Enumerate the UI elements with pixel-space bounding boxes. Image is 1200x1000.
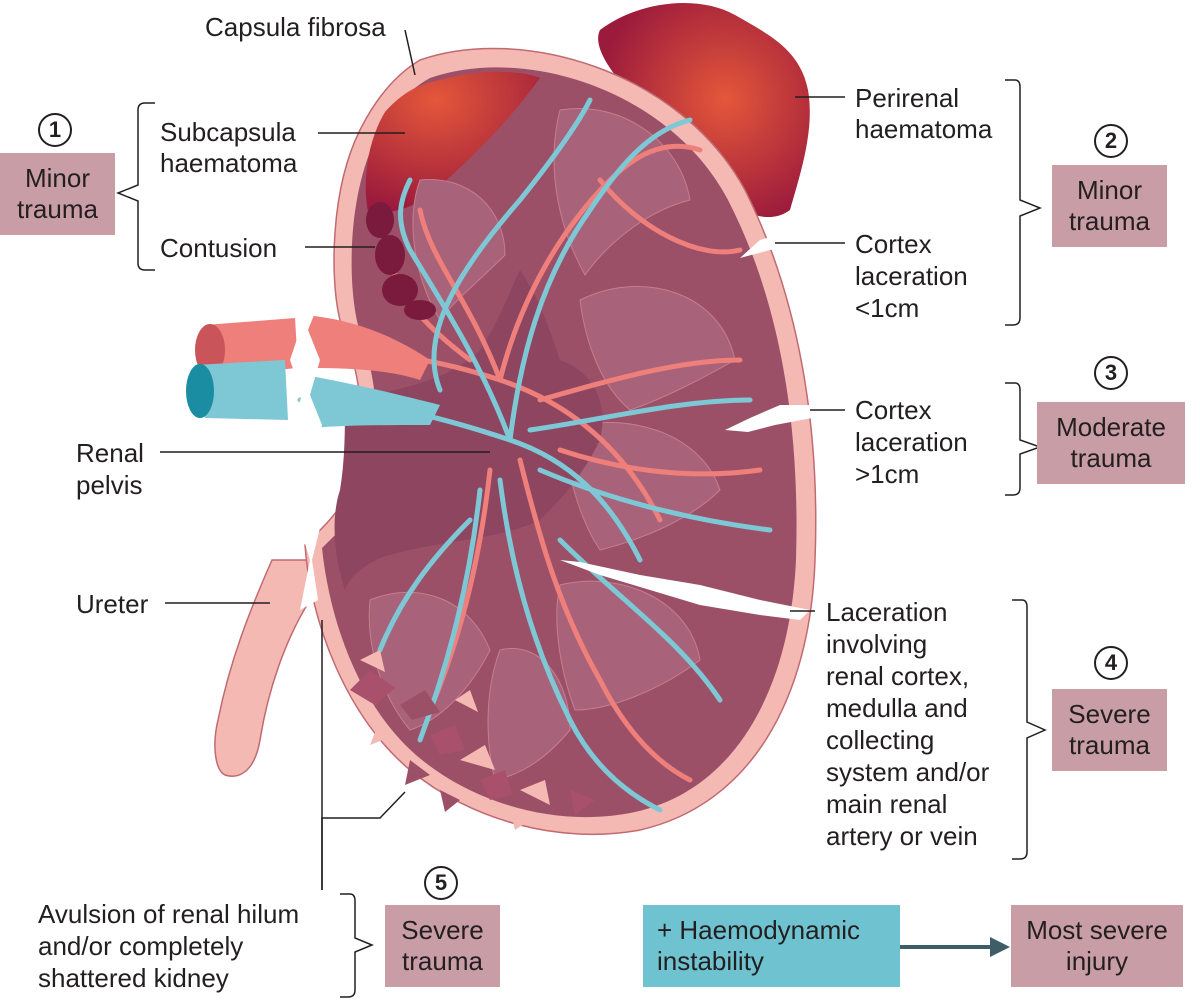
grade-2-number: 2 — [1094, 124, 1128, 158]
renal-pelvis-label-line1: Renal — [76, 438, 144, 468]
subcapsular-haematoma — [365, 71, 540, 213]
laceration-medium — [725, 405, 815, 432]
laceration-label-line6: system and/or — [826, 757, 990, 787]
laceration-label-line7: main renal — [826, 789, 948, 819]
grade-3-number: 3 — [1094, 356, 1128, 390]
grade-4-number: 4 — [1094, 646, 1128, 680]
grade-3-line1: Moderate — [1056, 412, 1166, 442]
renal-veins — [297, 97, 773, 813]
perirenal-label-line1: Perirenal — [855, 83, 960, 113]
cortex-large-label-line2: laceration — [855, 427, 968, 457]
cortex-large-label-line1: Cortex — [855, 395, 932, 425]
laceration-label-line2: involving — [826, 629, 928, 659]
laceration-label-line3: renal cortex, — [826, 661, 970, 691]
cortex-large-label-line3: >1cm — [855, 459, 920, 489]
grade-3-box: Moderate trauma — [1037, 402, 1185, 484]
laceration-label-line5: collecting — [826, 725, 935, 755]
grade-4-line2: trauma — [1069, 730, 1150, 760]
grade-5-line1: Severe — [401, 915, 484, 945]
grade-2-line2: trauma — [1069, 206, 1150, 236]
laceration-label-line8: artery or vein — [826, 821, 978, 851]
haemodynamic-instability-box: + Haemodynamic instability — [643, 905, 900, 987]
grade-2-box: Minor trauma — [1052, 165, 1167, 247]
laceration-label-line1: Laceration — [826, 597, 948, 627]
grade-4-line1: Severe — [1068, 699, 1151, 729]
avulsion-label-line3: shattered kidney — [38, 963, 229, 993]
hilum-avulsion-gap — [290, 305, 322, 610]
avulsion-label-line2: and/or completely — [38, 931, 244, 961]
laceration-label-line4: medulla and — [826, 693, 968, 723]
grade-1-number: 1 — [38, 113, 72, 147]
subcapsula-label-line1: Subcapsula — [160, 117, 296, 147]
grade-1-box: Minor trauma — [0, 153, 115, 235]
contusion-label: Contusion — [160, 233, 278, 263]
avulsion-label-line1: Avulsion of renal hilum — [38, 899, 300, 929]
grade-5-line2: trauma — [402, 946, 483, 976]
result-line1: Most severe — [1026, 915, 1168, 945]
cortex-small-label-line1: Cortex — [855, 229, 932, 259]
instability-line1: + Haemodynamic — [657, 915, 861, 945]
grade-5-box: Severe trauma — [385, 905, 500, 987]
grade-1-line2: trauma — [17, 194, 98, 224]
flow-arrow — [900, 937, 1010, 957]
renal-vein-tube — [186, 360, 440, 428]
shattered-fragments — [350, 650, 595, 830]
grade-2-line1: Minor — [1076, 175, 1142, 205]
laceration-small — [740, 230, 798, 258]
renal-artery-tube — [195, 315, 430, 380]
leader-lines — [115, 29, 1047, 998]
result-line2: injury — [1065, 946, 1129, 976]
renal-pelvis-label-line2: pelvis — [76, 470, 143, 500]
contusion-speckles — [366, 202, 436, 320]
grade-3-line2: trauma — [1070, 443, 1152, 473]
perirenal-label-line2: haematoma — [855, 114, 993, 144]
perirenal-haematoma — [598, 2, 810, 218]
grade-4-box: Severe trauma — [1052, 689, 1167, 771]
ureter — [214, 559, 319, 777]
grade-5-number: 5 — [424, 866, 458, 900]
grade-1-line1: Minor — [24, 163, 90, 193]
cortex-small-label-line2: laceration — [855, 261, 968, 291]
cortex-small-label-line3: <1cm — [855, 293, 920, 323]
laceration-deep — [560, 560, 810, 620]
subcapsula-label-line2: haematoma — [160, 148, 298, 178]
instability-line2: instability — [657, 946, 764, 976]
capsula-fibrosa-label: Capsula fibrosa — [205, 12, 386, 42]
ureter-label: Ureter — [76, 589, 149, 619]
most-severe-injury-box: Most severe injury — [1011, 905, 1183, 987]
